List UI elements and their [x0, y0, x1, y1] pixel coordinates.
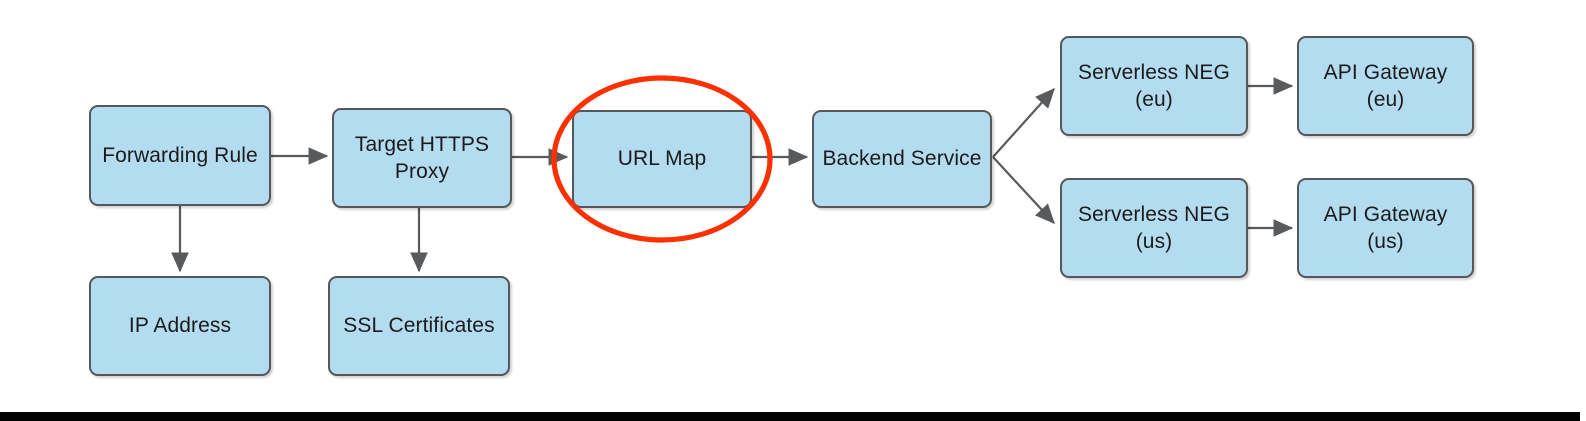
- node-label-ssl-certificates: SSL Certificates: [343, 314, 495, 338]
- node-backend-service[interactable]: Backend Service: [812, 110, 992, 208]
- node-label-forwarding-rule: Forwarding Rule: [102, 143, 258, 167]
- node-label-ip-address: IP Address: [128, 314, 232, 338]
- node-api-gateway-us[interactable]: API Gateway (us): [1297, 178, 1474, 278]
- node-label-target-https-proxy: Target HTTPS Proxy: [354, 132, 490, 183]
- node-serverless-neg-us[interactable]: Serverless NEG (us): [1060, 178, 1248, 278]
- connector-backend-service-to-neg-us: [992, 156, 1055, 224]
- connector-backend-service-to-neg-eu: [992, 88, 1055, 158]
- node-ip-address[interactable]: IP Address: [89, 276, 271, 376]
- footer-bar: [0, 412, 1580, 421]
- node-label-backend-service: Backend Service: [822, 147, 982, 171]
- node-label-api-gateway-eu: API Gateway (eu): [1323, 60, 1448, 111]
- node-forwarding-rule[interactable]: Forwarding Rule: [89, 105, 271, 206]
- node-url-map[interactable]: URL Map: [572, 110, 752, 208]
- node-label-url-map: URL Map: [617, 147, 707, 171]
- node-ssl-certificates[interactable]: SSL Certificates: [328, 276, 510, 376]
- node-label-serverless-neg-us: Serverless NEG (us): [1078, 202, 1230, 253]
- node-serverless-neg-eu[interactable]: Serverless NEG (eu): [1060, 36, 1248, 136]
- node-api-gateway-eu[interactable]: API Gateway (eu): [1297, 36, 1474, 136]
- node-label-serverless-neg-eu: Serverless NEG (eu): [1078, 60, 1230, 111]
- node-label-api-gateway-us: API Gateway (us): [1323, 202, 1448, 253]
- node-target-https-proxy[interactable]: Target HTTPS Proxy: [332, 108, 512, 208]
